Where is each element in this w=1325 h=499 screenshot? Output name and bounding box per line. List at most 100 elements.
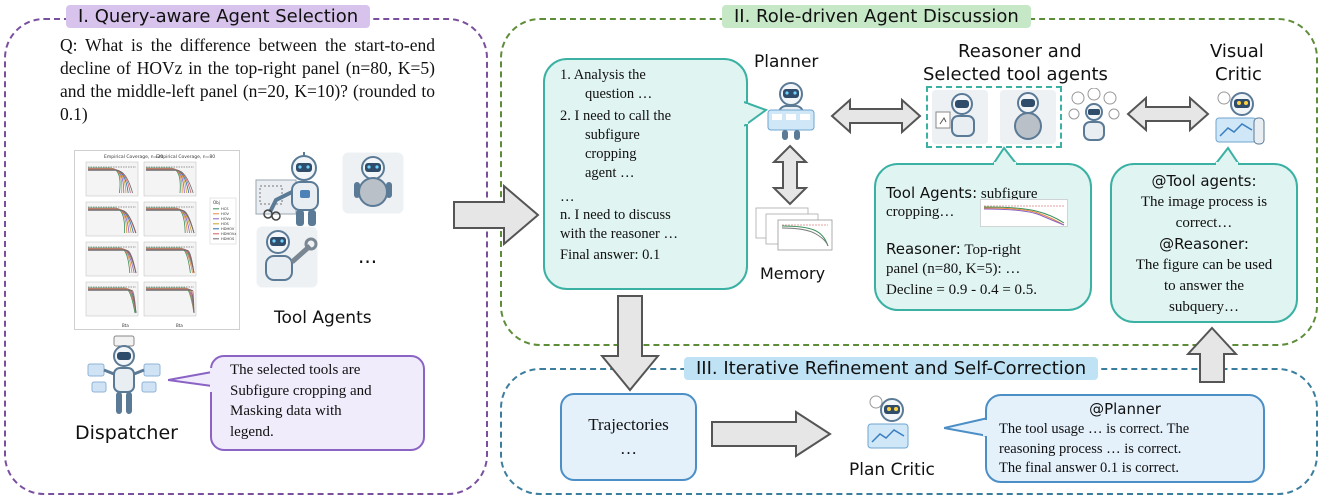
selected-agents-box xyxy=(926,86,1062,148)
reasoner-text-1: Top-right xyxy=(960,242,1021,258)
mini-legend-item: HDHOVz xyxy=(221,232,236,236)
plan-line-1: 1. Analysis the xyxy=(560,67,646,83)
robot-masking-icon xyxy=(342,152,404,214)
cropped-subfigure-thumbnail xyxy=(980,199,1068,227)
mini-legend-item: HOVz xyxy=(221,217,231,221)
plan-line-8: n. I need to discuss xyxy=(560,207,671,223)
dispatcher-line-4: legend. xyxy=(230,423,274,440)
critic-head-1: @Tool agents: xyxy=(1151,172,1257,190)
mini-curve xyxy=(146,250,195,274)
planner-bubble-tail xyxy=(744,101,768,127)
plan-critic-line-1: The tool usage … is correct. The xyxy=(999,421,1190,437)
flow-arrow-1 xyxy=(453,184,540,246)
mini-legend-item: HOS xyxy=(221,222,230,226)
dispatcher-robot-icon xyxy=(87,335,161,414)
planner-bubble: 1. Analysis the question … 2. I need to … xyxy=(543,58,748,290)
visual-critic-label-line-2: Critic xyxy=(1215,64,1262,85)
plan-line-6: agent … xyxy=(585,165,635,181)
visual-critic-bubble: @Tool agents: The image process is corre… xyxy=(1110,163,1298,323)
mini-panels xyxy=(85,161,197,317)
critic-line-2: correct… xyxy=(1175,215,1233,231)
plan-line-10: Final answer: 0.1 xyxy=(560,247,661,263)
dispatcher-tail-cover xyxy=(210,368,215,392)
reasoner-label-line-1: Reasoner and xyxy=(958,41,1082,62)
memory-stack-icon xyxy=(755,207,833,251)
plan-critic-line-2: reasoning process … is correct. xyxy=(999,440,1182,457)
planner-reasoner-arrow xyxy=(830,97,922,135)
trajectories-line-1: Trajectories xyxy=(588,415,669,434)
reasoner-label-line-2: Selected tool agents xyxy=(923,64,1108,85)
tool-agents-head: Tool Agents: xyxy=(886,184,978,202)
visual-critic-label-line-1: Visual xyxy=(1210,41,1264,62)
planner-memory-arrow xyxy=(771,144,809,206)
plan-critic-bubble: @Planner The tool usage … is correct. Th… xyxy=(985,394,1265,483)
plan-line-5: cropping xyxy=(585,146,637,162)
mini-legend-item: HDHOS xyxy=(221,237,235,241)
memory-label: Memory xyxy=(760,264,826,283)
input-figure-thumbnail: Empirical Coverage, n=20 Empirical Cover… xyxy=(74,150,240,330)
plan-critic-bubble-tail xyxy=(944,417,989,437)
tool-agents-label: Tool Agents xyxy=(274,308,372,328)
mini-curve xyxy=(146,170,194,194)
dispatcher-label: Dispatcher xyxy=(75,422,178,444)
visual-critic-robot-icon xyxy=(1215,91,1265,145)
plan-critic-label: Plan Critic xyxy=(849,460,935,480)
planner-robot-icon xyxy=(767,82,815,140)
critic-line-4: to answer the xyxy=(1164,278,1244,294)
reasoner-robot-icon xyxy=(932,90,988,144)
dispatcher-line-2: Subfigure cropping and xyxy=(230,382,372,399)
mini-curve xyxy=(88,210,137,234)
mini-xlabel-left: Bta xyxy=(122,323,129,328)
section-title-3: III. Iterative Refinement and Self-Corre… xyxy=(684,357,1099,380)
mini-title-right: Empirical Coverage, n=80 xyxy=(156,154,215,160)
selected-tool-robot-icon xyxy=(1000,90,1056,144)
mini-legend-item: HOV xyxy=(221,212,229,216)
reasoner-critic-arrow xyxy=(1126,95,1210,133)
tool-pool-robot-icon xyxy=(1068,88,1120,141)
dispatcher-line-1: The selected tools are xyxy=(230,362,361,378)
plan-line-4: subfigure xyxy=(585,127,640,143)
plan-line-9: with the reasoner … xyxy=(560,226,678,242)
critic-tail-cover xyxy=(1216,162,1238,168)
mini-curve xyxy=(146,290,195,314)
dispatcher-line-3: Masking data with xyxy=(230,403,342,419)
mini-title-left: Empirical Coverage, n=20 xyxy=(104,154,163,160)
query-text: Q: What is the difference between the st… xyxy=(60,35,435,124)
planner-label: Planner xyxy=(754,52,819,72)
reasoner-text-2: panel (n=80, K=5): … xyxy=(886,261,1021,277)
reasoner-head: Reasoner: xyxy=(886,240,961,258)
robot-cropping-icon xyxy=(255,152,319,226)
tool-reasoner-bubble: Tool Agents: subfigure cropping… Reasone… xyxy=(874,163,1092,311)
plan-critic-robot-icon xyxy=(867,395,909,449)
up-arrow xyxy=(1186,326,1238,383)
mini-curve xyxy=(88,170,133,194)
critic-bubble-tail xyxy=(1213,146,1241,167)
plan-critic-head: @Planner xyxy=(1089,400,1161,418)
tool-tail-cover xyxy=(994,162,1016,168)
tool-agents-ellipsis: ... xyxy=(358,244,378,268)
mini-xlabel-right: Bta xyxy=(176,323,183,328)
section-title-2: II. Role-driven Agent Discussion xyxy=(722,5,1031,28)
trajectories-box: Trajectories … xyxy=(560,393,697,481)
tool-agents-text-1: subfigure xyxy=(977,186,1038,202)
mini-curve xyxy=(88,290,137,314)
mini-legend-item: HDHOV xyxy=(221,227,235,231)
plan-line-7: … xyxy=(560,189,575,205)
down-arrow xyxy=(600,295,660,392)
critic-line-5: subquery… xyxy=(1169,299,1239,315)
critic-line-1: The image process is xyxy=(1140,194,1268,210)
dispatcher-bubble-tail xyxy=(168,371,213,387)
dispatcher-bubble: The selected tools are Subfigure croppin… xyxy=(210,355,425,451)
critic-line-3: The figure can be used xyxy=(1135,257,1273,273)
plan-line-2: question … xyxy=(585,86,653,102)
section-title-1: I. Query-aware Agent Selection xyxy=(66,5,371,28)
mini-curve xyxy=(88,250,137,274)
trajectories-line-2: … xyxy=(620,439,637,458)
mini-legend-item: HCS xyxy=(221,207,229,211)
robot-wrench-icon xyxy=(256,226,318,288)
critic-head-2: @Reasoner: xyxy=(1159,235,1249,253)
plan-critic-tail-cover xyxy=(983,420,989,436)
mini-curve xyxy=(146,210,195,234)
mini-legend-title: Obj xyxy=(213,200,220,205)
